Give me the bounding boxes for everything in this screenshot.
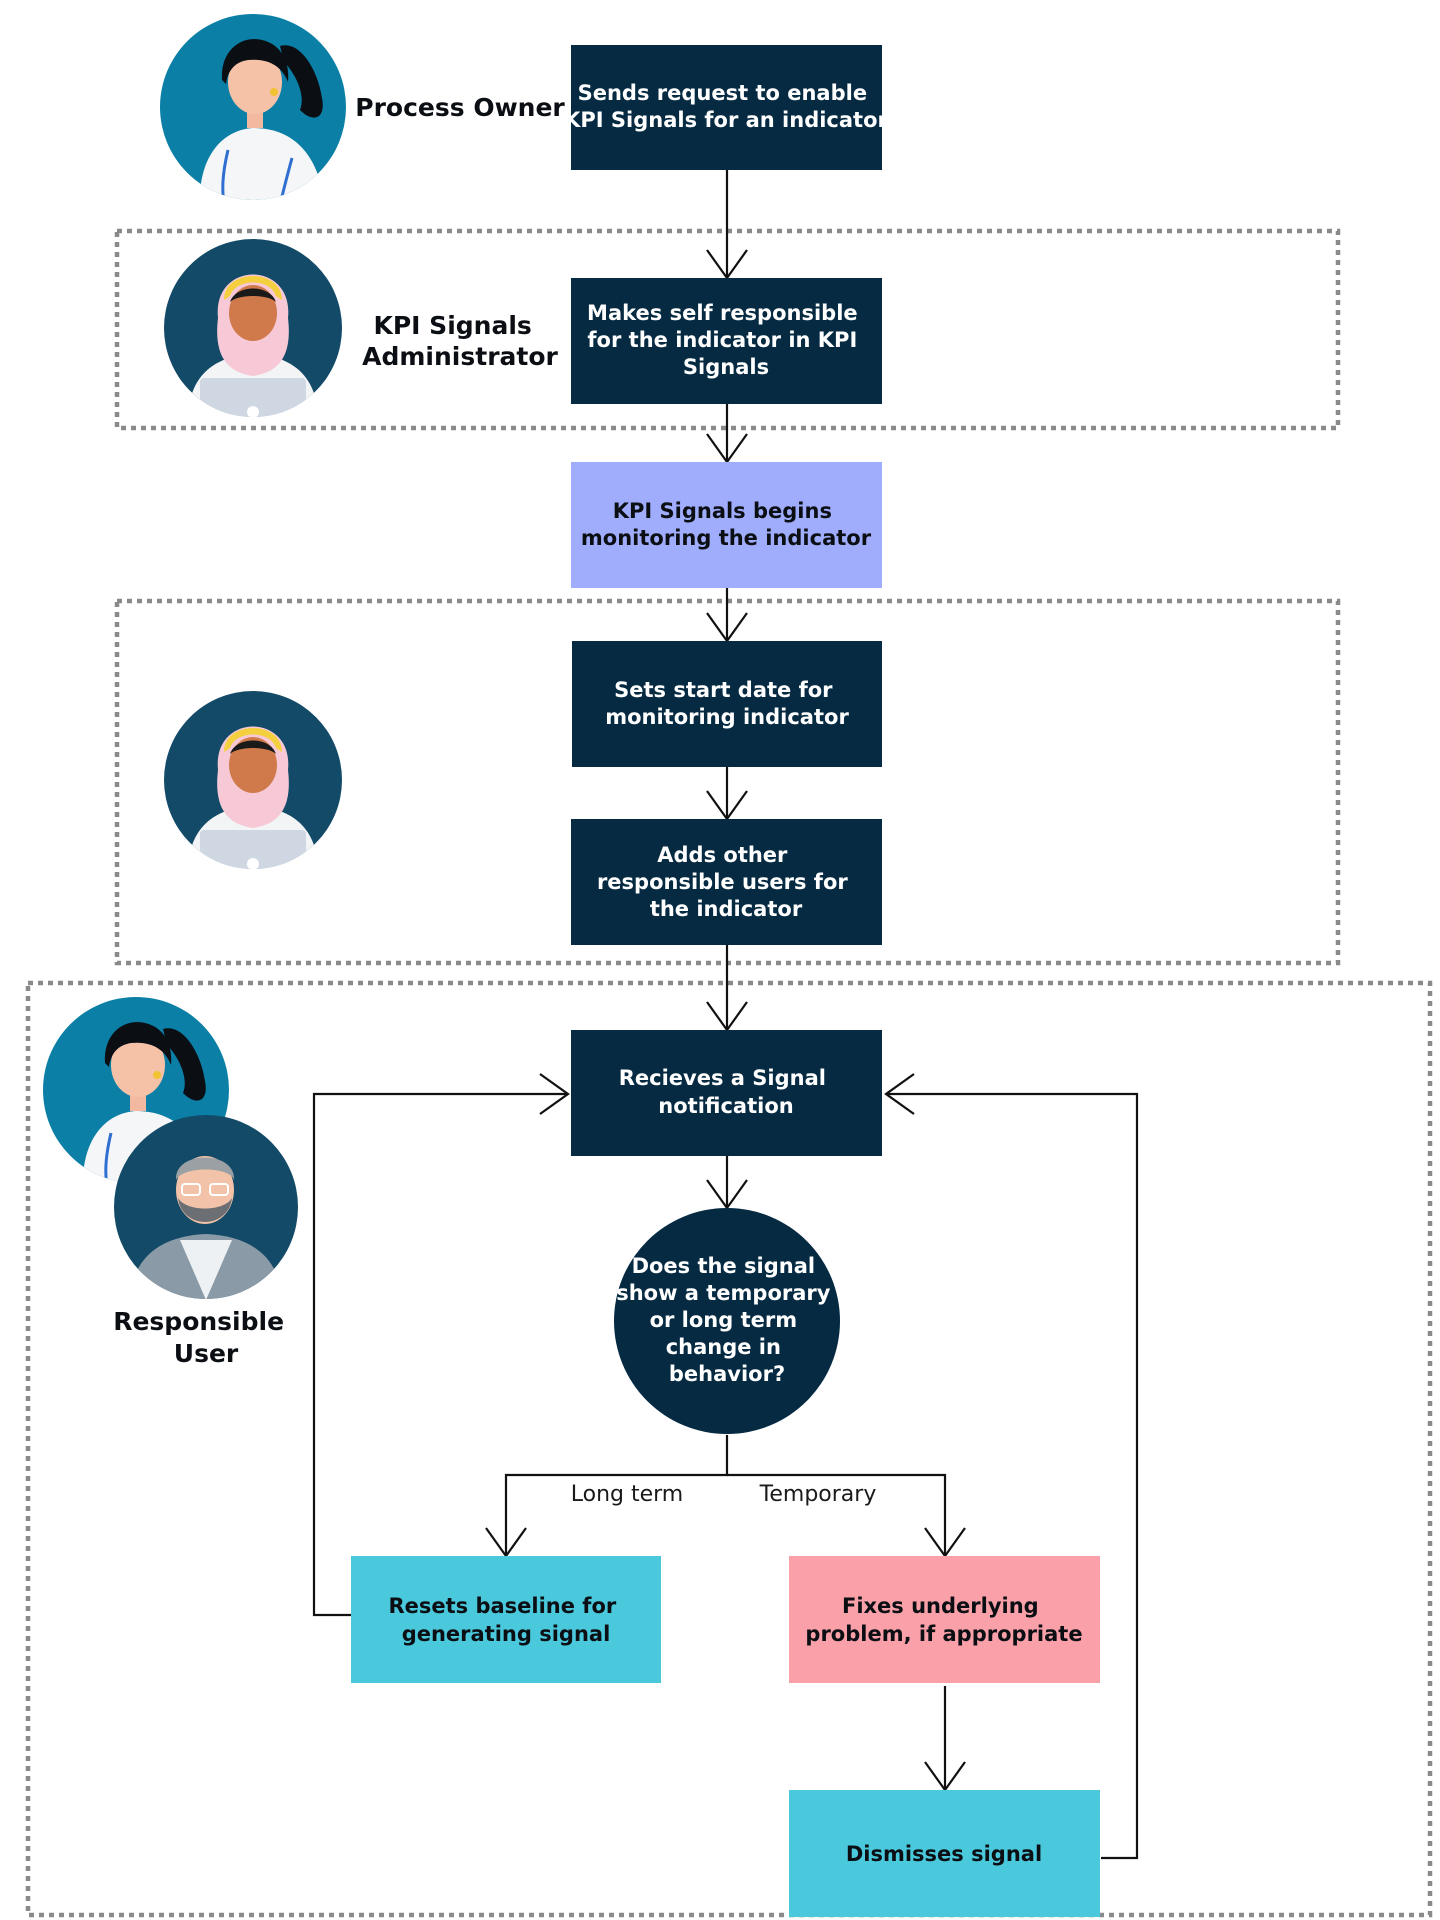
responsible-user-avatar-icon bbox=[114, 1115, 298, 1299]
process-owner-avatar-icon bbox=[160, 14, 346, 200]
edge-label-long-term: Long term bbox=[571, 1482, 683, 1507]
arrowhead bbox=[539, 1073, 570, 1115]
edge-decision-temporary bbox=[727, 1473, 947, 1556]
step-start-date-box bbox=[572, 641, 882, 767]
arrowhead bbox=[884, 1073, 915, 1115]
step-dismiss-box bbox=[789, 1790, 1100, 1917]
step-fix-text: Fixes underlying problem, if appropriate bbox=[805, 1594, 1082, 1646]
edge-label-temporary: Temporary bbox=[759, 1482, 877, 1507]
step-monitoring-text: KPI Signals begins monitoring the indica… bbox=[581, 499, 872, 550]
step-monitoring-box bbox=[571, 462, 882, 588]
step-self-responsible-text: Makes self responsible for the indicator… bbox=[587, 301, 865, 379]
step-reset-text: Resets baseline for generating signal bbox=[388, 1594, 623, 1646]
decision-circle bbox=[614, 1208, 840, 1434]
step-add-users-text: Adds other responsible users for the ind… bbox=[597, 843, 855, 921]
decision-text: Does the signal show a temporary or long… bbox=[616, 1254, 838, 1386]
actor-label-admin: KPI Signals Administrator bbox=[362, 311, 558, 371]
step-self-responsible-box bbox=[571, 278, 882, 404]
step-fix-box bbox=[789, 1556, 1100, 1683]
step-dismiss-text: Dismisses signal bbox=[846, 1842, 1042, 1866]
connectors bbox=[312, 170, 1139, 1860]
edge-decision-split bbox=[504, 1435, 729, 1556]
edge-reset-loop bbox=[312, 1092, 568, 1617]
step-start-date-text: Sets start date for monitoring indicator bbox=[605, 678, 849, 729]
step-receive-text: Recieves a Signal notification bbox=[619, 1066, 834, 1118]
responsible-user-group-border bbox=[25, 980, 1433, 1918]
step-reset-box bbox=[351, 1556, 661, 1683]
edge-dismiss-loop bbox=[886, 1092, 1139, 1860]
step-request-box bbox=[571, 45, 882, 170]
actor-label-responsible-user: Responsible User bbox=[113, 1307, 293, 1368]
step-receive-box bbox=[571, 1030, 882, 1156]
actor-label-process-owner: Process Owner bbox=[355, 93, 565, 122]
admin-avatar-icon bbox=[164, 239, 342, 417]
step-request-text: Sends request to enable KPI Signals for … bbox=[564, 81, 888, 132]
admin-avatar-icon-2 bbox=[164, 691, 342, 869]
step-add-users-box bbox=[571, 819, 882, 945]
